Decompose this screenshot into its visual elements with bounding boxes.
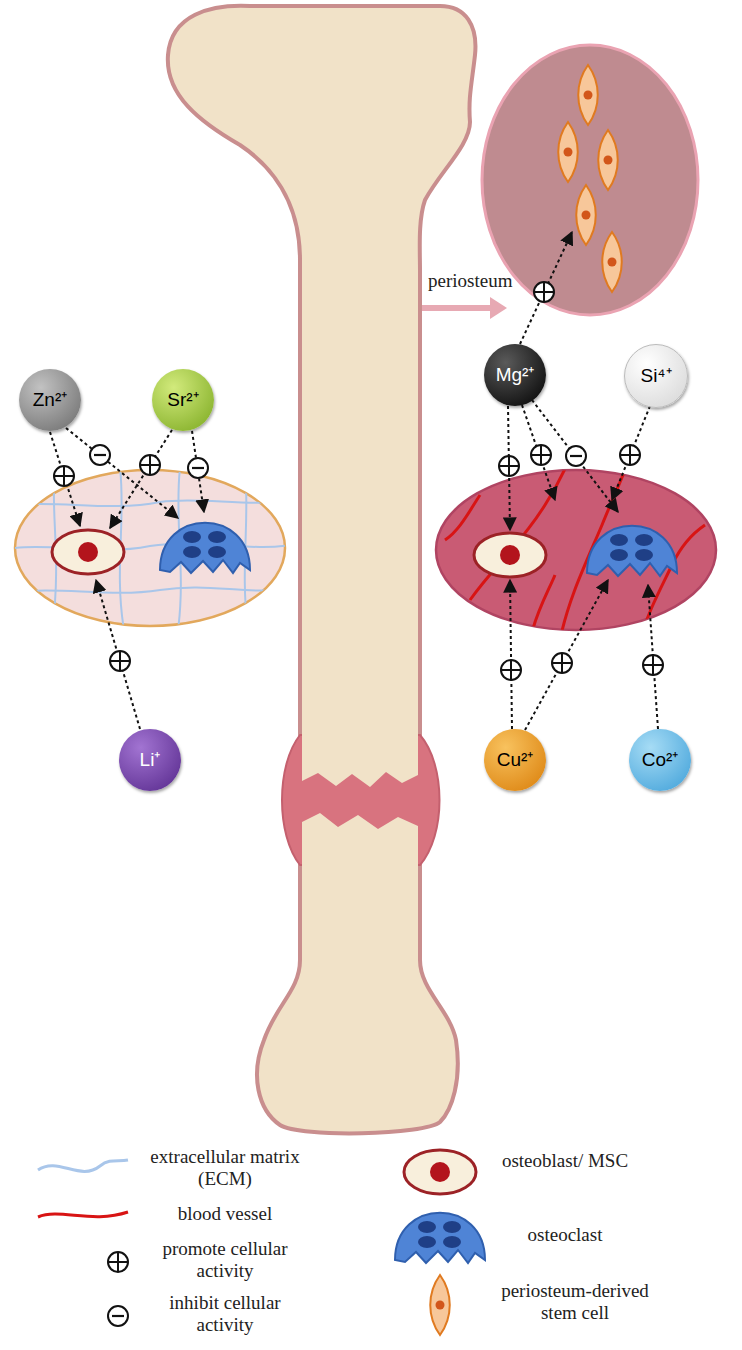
vessel-sample <box>38 1212 128 1217</box>
promote-sign <box>140 455 160 475</box>
ion-circle: Si⁴⁺ <box>624 344 688 408</box>
promote-sign <box>620 445 640 465</box>
ion-label: Zn²⁺ <box>33 390 68 411</box>
stem-cell <box>576 185 596 245</box>
promote-sign <box>643 655 663 675</box>
action-arrows <box>50 232 658 730</box>
ion-label: Li⁺ <box>140 750 161 771</box>
legend-text: extracellular matrix (ECM) <box>150 1146 299 1189</box>
promote-sign <box>531 445 551 465</box>
legend-entry: osteoclast <box>490 1224 640 1246</box>
ion-circle: Cu²⁺ <box>484 729 546 791</box>
osteoclast-sample <box>395 1213 485 1263</box>
legend-text: inhibit cellular activity <box>169 1292 280 1335</box>
legend-entry: periosteum-derived stem cell <box>490 1280 660 1324</box>
legend-text: osteoclast <box>528 1224 603 1245</box>
osteoclast <box>587 526 677 576</box>
promote-sign <box>552 653 572 673</box>
inhibit-sign <box>566 446 586 466</box>
ion-label: Si⁴⁺ <box>640 366 671 387</box>
promote-sign <box>534 282 554 302</box>
vascular-region <box>436 470 716 630</box>
periosteum-pointer <box>490 297 507 319</box>
legend-entry: osteoblast/ MSC <box>490 1150 640 1172</box>
osteoclast <box>160 523 250 573</box>
ecm-fibers <box>15 468 290 630</box>
legend-text: blood vessel <box>178 1203 272 1224</box>
legend-text: osteoblast/ MSC <box>502 1150 628 1171</box>
promote-sign <box>499 456 519 476</box>
legend-entry: blood vessel <box>145 1203 305 1225</box>
stem-cell <box>598 130 618 190</box>
inhibit-sample <box>108 1306 128 1326</box>
bone-fragment <box>302 813 418 867</box>
promote-sign <box>501 660 521 680</box>
stem-cell-sample <box>430 1275 450 1335</box>
legend-entry: promote cellular activity <box>145 1238 305 1282</box>
legend-text: periosteum-derived stem cell <box>501 1280 649 1323</box>
inhibit-sign <box>188 458 208 478</box>
ion-label: Mg²⁺ <box>496 365 535 386</box>
promote-sign <box>110 651 130 671</box>
ecm-sample <box>38 1160 128 1171</box>
ion-circle: Li⁺ <box>119 729 181 791</box>
legend-text: promote cellular activity <box>162 1238 287 1281</box>
stem-cell <box>602 232 622 292</box>
ion-circle: Mg²⁺ <box>484 344 546 406</box>
ion-circle: Sr²⁺ <box>152 369 214 431</box>
blood-vessels <box>445 462 705 640</box>
stem-cell <box>578 65 598 125</box>
legend-entry: inhibit cellular activity <box>145 1292 305 1336</box>
osteoblast <box>52 530 124 574</box>
ion-label: Cu²⁺ <box>497 750 534 771</box>
periosteum-pointer <box>422 305 492 311</box>
legend-entry: extracellular matrix (ECM) <box>145 1146 305 1190</box>
stem-cell <box>558 122 578 182</box>
osteoblast-sample <box>404 1150 476 1194</box>
region-label: periosteum <box>428 270 512 292</box>
promote-sample <box>108 1252 128 1272</box>
ion-circle: Zn²⁺ <box>19 369 81 431</box>
ion-circle: Co²⁺ <box>629 729 691 791</box>
bone-fragment <box>302 733 418 787</box>
periosteum-region <box>482 45 698 315</box>
inhibit-sign <box>90 445 110 465</box>
osteoblast <box>474 533 546 577</box>
ion-label: Co²⁺ <box>642 750 679 771</box>
ion-label: Sr²⁺ <box>167 390 198 411</box>
promote-sign <box>54 466 74 486</box>
